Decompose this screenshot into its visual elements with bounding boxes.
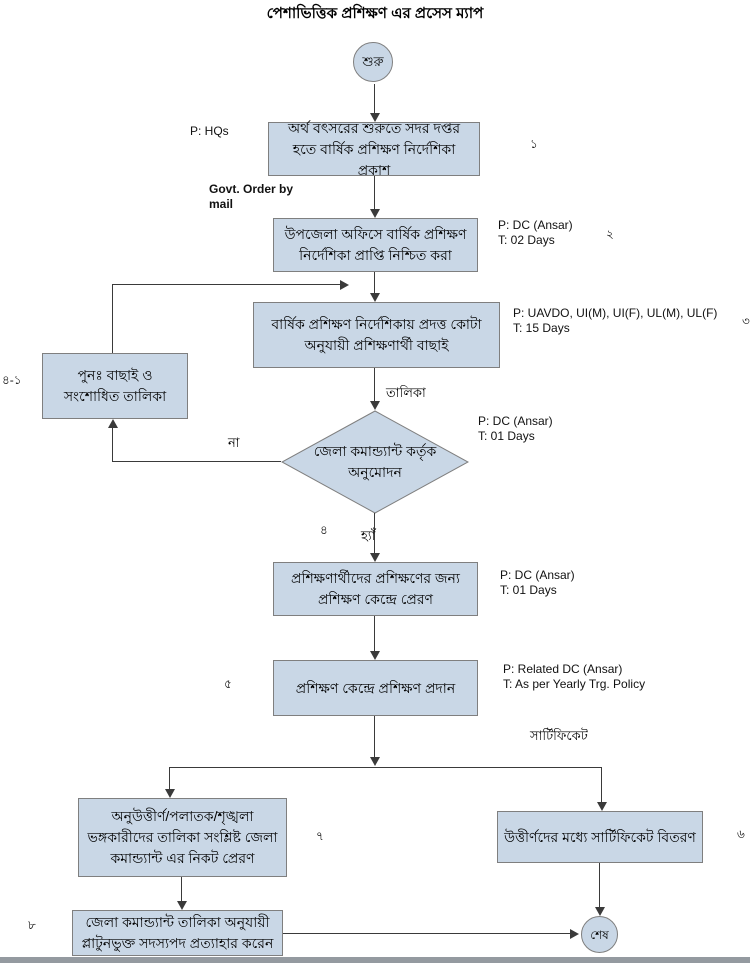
arrowhead-down-icon [370,651,380,660]
step-number-8: ৮ [28,918,36,932]
process-box-provide-training: প্রশিক্ষণ কেন্দ্রে প্রশিক্ষণ প্রদান [273,660,478,716]
connector-line [374,368,375,402]
annotation-step5-pt: P: Related DC (Ansar) T: As per Yearly T… [503,662,646,691]
start-node: শুরু [353,42,393,82]
connector-line [283,933,571,934]
connector-line [374,513,375,554]
process-box-failed-list: অনুউত্তীর্ণ/পলাতক/শৃঙ্খলা ভঙ্গকারীদের তা… [78,798,287,877]
arrowhead-down-icon [177,901,187,910]
step-number-4: ৪ [320,523,328,537]
annotation-step4-pt: P: DC (Ansar) T: 01 Days [500,568,575,597]
annotation-p-hqs: P: HQs [190,124,229,138]
process-box-publish-directive: অর্থ বৎসরের শুরুতে সদর দপ্তর হতে বার্ষিক… [268,120,480,178]
connector-line [181,877,182,903]
process-box-confirm-receipt: উপজেলা অফিসে বার্ষিক প্রশিক্ষণ নির্দেশিক… [273,218,478,272]
diamond-shape [281,410,469,514]
process-box-send-to-center: প্রশিক্ষণার্থীদের প্রশিক্ষণের জন্য প্রশি… [273,562,478,616]
connector-line [112,284,340,285]
edge-label-list: তালিকা [386,385,426,400]
arrowhead-right-icon [340,280,349,290]
arrowhead-down-icon [597,802,607,811]
annotation-step2-pt: P: DC (Ansar) T: 02 Days [498,218,573,247]
process-box-trainee-selection: বার্ষিক প্রশিক্ষণ নির্দেশিকায় প্রদত্ত ক… [253,302,500,368]
arrowhead-down-icon [370,757,380,766]
step-number-5: ৫ [224,677,232,691]
decision-label: জেলা কমান্ড্যান্ট কর্তৃক অনুমোদন [313,443,437,480]
edge-label-certificate: সার্টিফিকেট [530,728,588,743]
arrowhead-right-icon [570,929,579,939]
arrowhead-down-icon [595,907,605,916]
annotation-step3-pt: P: UAVDO, UI(M), UI(F), UL(M), UL(F) T: … [513,306,718,335]
arrowhead-down-icon [370,209,380,218]
edge-label-no: না [228,435,240,450]
annotation-govt-order: Govt. Order by mail [209,182,294,211]
bottom-edge-strip [0,957,750,963]
step-number-7: ৭ [316,829,324,843]
arrowhead-down-icon [370,113,380,122]
process-box-withdraw-membership: জেলা কমান্ড্যান্ট তালিকা অনুযায়ী প্লাটু… [72,910,283,956]
arrowhead-down-icon [165,789,175,798]
connector-line [112,461,281,462]
connector-line [374,176,375,210]
connector-line [374,84,375,114]
connector-line [169,767,602,768]
annotation-decision-pt: P: DC (Ansar) T: 01 Days [478,414,553,443]
step-number-2: ২ [606,227,614,241]
edge-label-yes: হ্যাঁ [361,528,376,543]
process-box-distribute-certificates: উত্তীর্ণদের মধ্যে সার্টিফিকেট বিতরণ [497,811,703,863]
connector-line [374,716,375,758]
connector-line [112,285,113,353]
connector-line [112,426,113,462]
connector-line [601,767,602,803]
step-number-4-1: ৪-১ [2,373,22,387]
step-number-1: ১ [530,137,538,151]
process-box-rework-list: পুনঃ বাছাই ও সংশোধিত তালিকা [42,353,188,419]
step-number-3: ৩ [742,314,750,328]
connector-line [599,863,600,908]
connector-line [374,272,375,295]
decision-diamond-approval: জেলা কমান্ড্যান্ট কর্তৃক অনুমোদন [281,410,469,514]
connector-line [169,767,170,790]
arrowhead-down-icon [370,553,380,562]
end-node: শেষ [581,916,618,953]
step-number-6: ৬ [737,827,745,841]
arrowhead-up-icon [108,419,118,428]
page-title: পেশাভিত্তিক প্রশিক্ষণ এর প্রসেস ম্যাপ [266,5,484,22]
arrowhead-down-icon [370,401,380,410]
connector-line [374,616,375,652]
arrowhead-down-icon [370,293,380,302]
